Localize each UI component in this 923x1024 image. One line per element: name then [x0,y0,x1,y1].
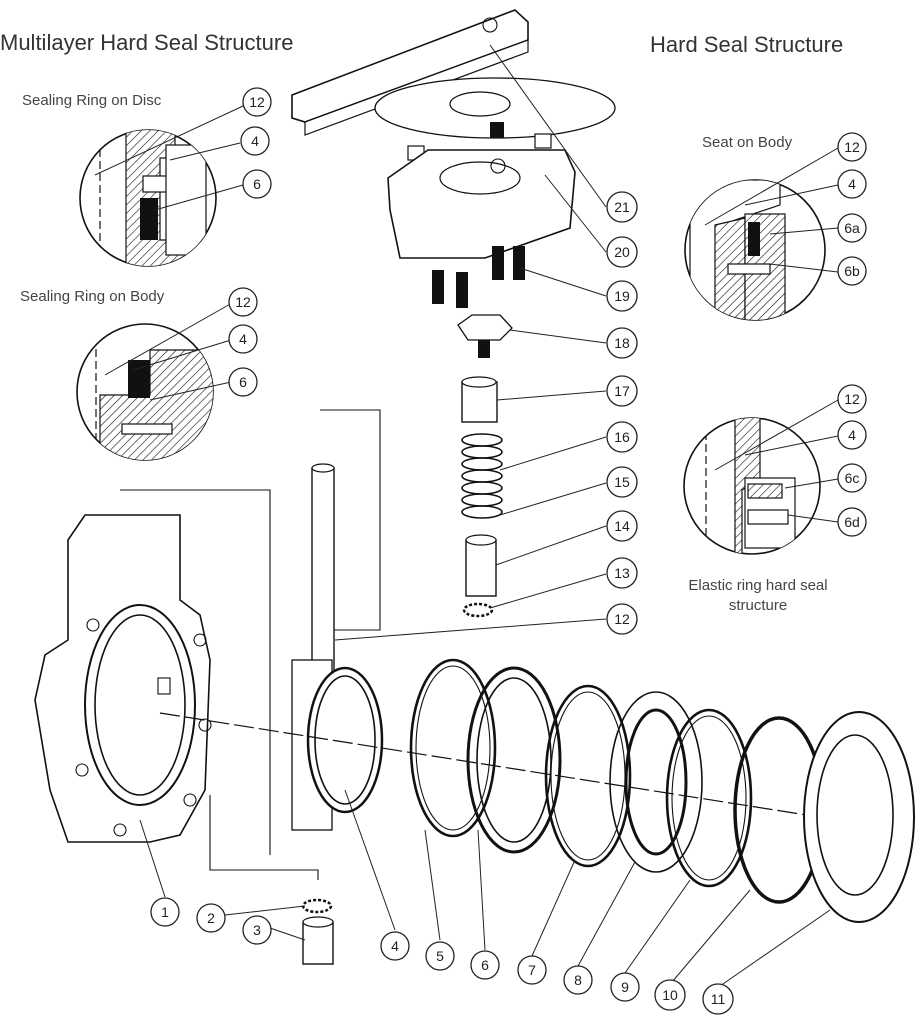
svg-text:1: 1 [161,904,169,920]
parts-2-3 [301,898,334,965]
svg-text:12: 12 [844,391,860,407]
svg-text:12: 12 [235,294,251,310]
callout-11: 11 [702,983,734,1015]
label-seat-on-body: Seat on Body [702,134,793,151]
seal-rings [159,658,915,923]
svg-text:4: 4 [239,331,247,347]
svg-text:13: 13 [614,565,630,581]
callout-12-disc: 12 [242,87,272,117]
inset-body [76,323,214,461]
svg-text:8: 8 [574,972,582,988]
label-sealing-ring-body: Sealing Ring on Body [20,288,165,305]
svg-text:2: 2 [207,910,215,926]
callout-13: 13 [606,557,638,589]
callout-9: 9 [610,972,640,1002]
stem-disc [291,409,384,831]
svg-text:18: 18 [614,335,630,351]
callout-12-elastic: 12 [837,384,867,414]
svg-text:6a: 6a [844,220,860,236]
callout-6a: 6a [837,213,867,243]
svg-text:6c: 6c [845,470,860,486]
leader-lines [94,44,839,987]
callout-19: 19 [606,280,638,312]
svg-text:7: 7 [528,962,536,978]
callout-14: 14 [606,510,638,542]
label-sealing-ring-disc: Sealing Ring on Disc [22,92,162,109]
svg-text:6: 6 [481,957,489,973]
svg-text:15: 15 [614,474,630,490]
callout-21: 21 [606,191,638,223]
callout-6b: 6b [837,256,867,286]
svg-text:4: 4 [391,938,399,954]
svg-text:6: 6 [239,374,247,390]
svg-text:11: 11 [711,991,726,1007]
callout-4-elastic: 4 [837,420,867,450]
svg-text:4: 4 [251,133,259,149]
svg-text:6b: 6b [844,263,860,279]
title-hard-seal: Hard Seal Structure [650,32,844,57]
callout-4-disc: 4 [240,126,270,156]
callout-6d: 6d [837,507,867,537]
callout-20: 20 [606,236,638,268]
svg-text:12: 12 [614,611,630,627]
svg-text:21: 21 [614,199,630,215]
svg-text:4: 4 [848,427,856,443]
callout-6-disc: 6 [242,169,272,199]
callout-18: 18 [606,327,638,359]
callout-12-main: 12 [606,603,638,635]
svg-text:17: 17 [614,383,630,399]
svg-text:12: 12 [249,94,265,110]
svg-text:4: 4 [848,176,856,192]
svg-text:3: 3 [253,922,261,938]
callout-1: 1 [150,897,180,927]
svg-text:10: 10 [662,987,678,1003]
svg-text:12: 12 [844,139,860,155]
inset-elastic [683,417,821,555]
callout-6-body: 6 [228,367,258,397]
callout-3: 3 [242,915,272,945]
svg-text:6: 6 [253,176,261,192]
svg-text:14: 14 [614,518,630,534]
title-multilayer: Multilayer Hard Seal Structure [0,30,294,55]
callout-5: 5 [425,941,455,971]
callout-6c: 6c [837,463,867,493]
callout-10: 10 [654,979,686,1011]
callout-4-body: 4 [228,324,258,354]
valve-body [34,489,319,880]
svg-text:5: 5 [436,948,444,964]
inset-seat [684,179,826,321]
callout-4-seat: 4 [837,169,867,199]
callout-6-main: 6 [470,950,500,980]
svg-text:19: 19 [614,288,630,304]
svg-text:9: 9 [621,979,629,995]
callout-4-main: 4 [380,931,410,961]
inset-disc [79,129,217,267]
callout-17: 17 [606,375,638,407]
label-elastic-ring: Elastic ring hard seal structure [688,577,828,614]
actuator-assembly [291,9,616,618]
callout-16: 16 [606,421,638,453]
svg-text:20: 20 [614,244,630,260]
callout-15: 15 [606,466,638,498]
callout-2: 2 [196,903,226,933]
callout-8: 8 [563,965,593,995]
svg-text:16: 16 [614,429,630,445]
callout-12-seat: 12 [837,132,867,162]
callout-7: 7 [517,955,547,985]
svg-text:6d: 6d [844,514,860,530]
callout-12-body: 12 [228,287,258,317]
